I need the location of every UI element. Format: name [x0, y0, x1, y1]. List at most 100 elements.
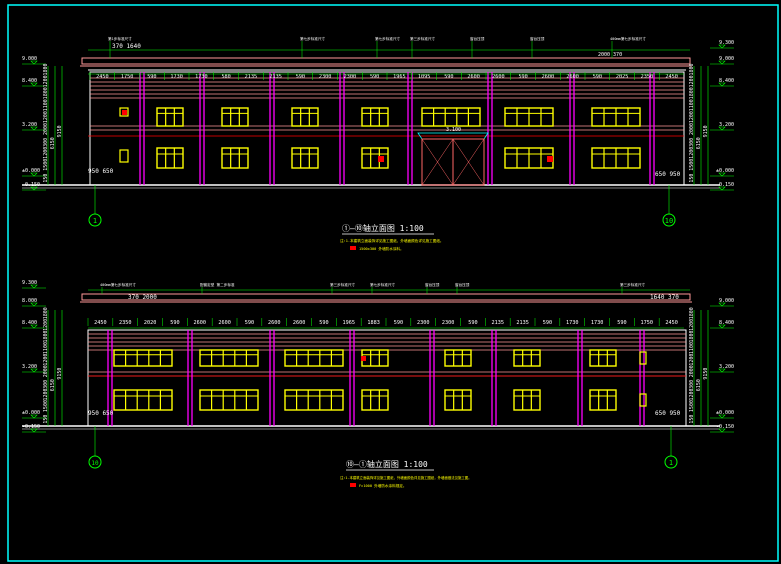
door-diag-4: [452, 138, 485, 186]
side-dim-label: 2000: [689, 365, 695, 377]
axis-bubble-right: [664, 455, 678, 469]
elevation-triangle: [718, 302, 726, 307]
callout-label: 第七步标准尺寸: [300, 36, 326, 41]
column: [107, 330, 113, 426]
dimension-label: 1730: [170, 74, 183, 80]
lower-window: [361, 389, 389, 411]
callout-label: 400mm第七步标准尺寸: [610, 36, 646, 41]
dimension-label: 2300: [442, 320, 455, 326]
upper-window: [113, 349, 173, 367]
dimension-label: 2450: [96, 74, 109, 80]
dimension-label: 2450: [94, 320, 107, 326]
side-dim-label: 1800: [43, 330, 49, 342]
note-legend-swatch: [350, 246, 356, 250]
elevation-label: 9.000: [719, 56, 734, 62]
elevation-label: 8.400: [22, 320, 37, 326]
callout-label: 窗台压顶: [470, 36, 485, 41]
window-frame: [113, 389, 173, 411]
side-dim-label: 1800: [689, 63, 695, 75]
axis-label-left: 10: [91, 460, 99, 467]
elevation-label: ±0.000: [716, 168, 734, 174]
top-row2-right: 1640 370: [650, 294, 679, 301]
side-dim-label: 1500: [689, 159, 695, 171]
dimension-label: 1750: [641, 320, 654, 326]
callout-label: 第三步标准尺寸: [330, 282, 356, 287]
right-side-dimensions: 1800120018001100120020003001200150015061…: [689, 63, 709, 185]
windows: [113, 349, 647, 411]
elevation-label: -0.150: [716, 424, 734, 430]
upper-window: [589, 349, 617, 367]
callout-label: 第1步标准尺寸: [108, 36, 132, 41]
column: [269, 330, 275, 426]
dimension-label: 2025: [616, 74, 629, 80]
axis-label-right: 1: [669, 459, 673, 467]
dimension-label: 2450: [665, 320, 678, 326]
window-frame: [156, 107, 184, 127]
right-side-dimensions: 1800120018001100120020003001200150015061…: [689, 307, 709, 426]
upper-window: [361, 107, 389, 127]
dimension-label: 590: [370, 74, 379, 80]
dimension-label: 2450: [665, 74, 678, 80]
door-label: 3.100: [446, 127, 461, 133]
callout-label: 第七步标准尺寸: [375, 36, 401, 41]
side-dim-label: 1100: [43, 342, 49, 354]
entrance-door: 3.100: [417, 127, 489, 186]
upper-window: [504, 107, 554, 127]
upper-window: [199, 349, 259, 367]
side-dim-label: 1100: [43, 99, 49, 111]
elevation-label: -0.150: [716, 182, 734, 188]
elevation-label: 8.400: [719, 320, 734, 326]
side-dim-label: 150: [43, 415, 49, 424]
side-dim-label: 300: [689, 138, 695, 147]
column: [649, 72, 655, 185]
side-dim-label: 2000: [689, 123, 695, 135]
elevation-triangle: [718, 186, 726, 191]
window-frame: [361, 147, 389, 169]
small-window: [639, 393, 647, 407]
dimension-label: 590: [319, 320, 328, 326]
column: [199, 72, 205, 185]
side-dim-label: 9150: [703, 125, 709, 137]
elevation-triangle: [718, 428, 726, 433]
side-dim-label: 1800: [689, 307, 695, 319]
dimension-label: 590: [444, 74, 453, 80]
elevation-label: 8.400: [719, 78, 734, 84]
small-window: [119, 107, 129, 117]
axis-bubble-left: [88, 213, 102, 227]
dimension-label: 590: [543, 320, 552, 326]
column: [577, 330, 583, 426]
upper-window: [421, 107, 481, 127]
column: [187, 330, 193, 426]
callout-label: 窗台压顶: [425, 282, 440, 287]
side-dim-label: 6150: [50, 137, 56, 149]
window-frame: [199, 349, 259, 367]
lower-window: [221, 147, 249, 169]
window-frame: [291, 107, 319, 127]
lower-window: [113, 389, 173, 411]
drawing-border: [7, 4, 779, 562]
side-dim-label: 1800: [43, 307, 49, 319]
lower-window: [199, 389, 259, 411]
side-dim-label: 1200: [689, 75, 695, 87]
window-frame: [513, 349, 541, 367]
note-line-2: 1500x300 外墙防水涂料。: [359, 246, 404, 251]
elevation-label: 8.000: [22, 298, 37, 304]
dimension-label: 590: [394, 320, 403, 326]
dimension-label: 2300: [319, 74, 332, 80]
bottom-right-dim: 650 950: [655, 171, 681, 178]
elevation-triangle: [718, 368, 726, 373]
window-frame: [589, 349, 617, 367]
elevation-label: 9.000: [22, 56, 37, 62]
elevation-triangle: [30, 324, 38, 329]
dimension-label: 1095: [418, 74, 431, 80]
axis-label-left: 1: [93, 217, 97, 225]
dimension-label: 590: [617, 320, 626, 326]
lower-window: [156, 147, 184, 169]
dimension-label: 2600: [492, 74, 505, 80]
lower-window: [361, 147, 389, 169]
upper-window: [221, 107, 249, 127]
